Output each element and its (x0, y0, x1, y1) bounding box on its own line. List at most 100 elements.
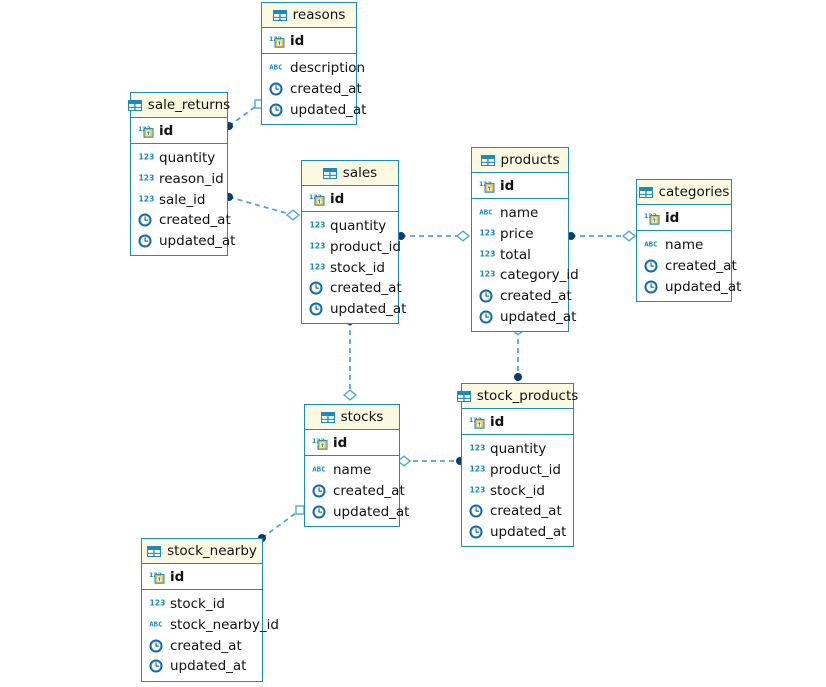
column-name-label: id (500, 177, 515, 194)
table-sales[interactable]: sales123id123quantity123product_id123sto… (301, 160, 406, 325)
key-number-icon: 123 (138, 124, 154, 138)
column-row-updated_at[interactable]: updated_at (131, 231, 235, 252)
column-name-label: updated_at (330, 301, 407, 318)
svg-text:123: 123 (470, 444, 486, 453)
table-header-sale_returns[interactable]: sale_returns (127, 93, 230, 118)
table-stock_products[interactable]: stock_products123id 123quantity123product… (456, 383, 578, 548)
column-name-label: category_id (500, 267, 579, 284)
column-row-updated_at[interactable]: updated_at (637, 276, 741, 297)
column-row-updated_at[interactable]: updated_at (305, 501, 409, 522)
column-name-label: updated_at (500, 308, 577, 325)
key-number-icon: 123 (644, 211, 660, 225)
table-name-label: sales (342, 165, 378, 181)
table-header-reasons[interactable]: reasons (262, 3, 356, 28)
table-icon (456, 390, 471, 402)
table-products[interactable]: products 123 idABCname123price123total123c… (471, 147, 579, 333)
column-row-pk-id[interactable]: 123 id (142, 564, 262, 590)
column-row-created_at[interactable]: created_at (131, 210, 231, 231)
column-name-label: created_at (665, 258, 737, 275)
relationship-stock_nearby-to-stocks[interactable] (258, 505, 305, 542)
clock-datetime-icon (312, 505, 328, 519)
number-icon: 123 (469, 463, 486, 477)
table-header-stock_nearby[interactable]: stock_nearby (142, 539, 262, 564)
table-name-label: stocks (340, 409, 384, 425)
key-number-icon: 123 (309, 192, 325, 206)
relationship-products-to-stock_products[interactable] (510, 324, 526, 381)
relationship-sales-to-stocks[interactable] (342, 317, 358, 401)
svg-text:123: 123 (310, 262, 326, 271)
column-row-pk-id[interactable]: 123id (637, 205, 731, 231)
svg-text:123: 123 (150, 599, 166, 608)
svg-text:123: 123 (139, 174, 155, 183)
clock-datetime-icon (309, 281, 325, 295)
table-header-categories[interactable]: categories (637, 180, 731, 205)
table-icon (322, 167, 337, 179)
column-row-created_at[interactable]: created_at (462, 501, 573, 522)
table-header-stocks[interactable]: stocks (305, 405, 399, 430)
relationship-sale_returns-to-sales[interactable] (225, 193, 301, 221)
table-header-sales[interactable]: sales (302, 161, 398, 186)
column-name-label: updated_at (490, 524, 567, 541)
relationship-stocks-to-stock_products[interactable] (396, 455, 464, 467)
column-row-created_at[interactable]: created_at (302, 278, 402, 299)
table-categories[interactable]: categories123idABCname created_atupdated_… (636, 179, 741, 303)
svg-text:123: 123 (139, 153, 155, 162)
relationship-products-to-categories[interactable] (567, 230, 637, 242)
table-stock_nearby[interactable]: stock_nearby 123 id 123stock_idABCstock_nea… (141, 538, 279, 682)
relationship-endpoint-open-diamond (285, 209, 301, 221)
table-sale_returns[interactable]: sale_returns123id 123quantity123reason_id… (127, 92, 235, 257)
relationship-sale_returns-to-reasons[interactable] (225, 99, 264, 130)
column-row-pk-id[interactable]: 123id (302, 186, 398, 212)
column-row-pk-id[interactable]: 123id (462, 409, 573, 435)
column-row-updated_at[interactable]: updated_at (262, 99, 366, 120)
clock-datetime-icon (469, 525, 485, 539)
table-icon (272, 9, 287, 21)
table-reasons[interactable]: reasons123idABCdescriptioncreated_atupda… (261, 2, 366, 126)
table-header-products[interactable]: products (472, 148, 568, 173)
relationship-endpoint-open-square (295, 505, 305, 515)
key-number-icon: 123 (149, 570, 165, 584)
column-row-updated_at[interactable]: updated_at (462, 522, 573, 543)
column-row-pk-id[interactable]: 123id (305, 430, 399, 456)
column-row-pk-id[interactable]: 123id (262, 28, 356, 54)
column-row-updated_at[interactable]: updated_at (302, 299, 406, 320)
key-number-icon: 123 (469, 415, 485, 429)
column-name-label: id (170, 568, 185, 585)
column-row-updated_at[interactable]: updated_at (472, 306, 576, 327)
table-header-stock_products[interactable]: stock_products (456, 384, 578, 409)
column-row-pk-id[interactable]: 123 id (472, 173, 568, 199)
relationship-sales-to-products[interactable] (397, 230, 471, 242)
column-row-created_at[interactable]: created_at (472, 286, 572, 307)
column-row-created_at[interactable]: created_at (305, 481, 405, 502)
column-row-created_at[interactable]: created_at (637, 256, 737, 277)
key-number-icon: 123 (479, 179, 495, 193)
abc-text-icon: ABC (312, 463, 328, 477)
column-row-created_at[interactable]: created_at (142, 635, 262, 656)
column-name-label: product_id (330, 239, 401, 256)
column-row-pk-id[interactable]: 123id (131, 118, 227, 144)
column-name-label: price (500, 226, 534, 243)
column-row-updated_at[interactable]: updated_at (142, 656, 262, 677)
column-row-created_at[interactable]: created_at (262, 79, 362, 100)
